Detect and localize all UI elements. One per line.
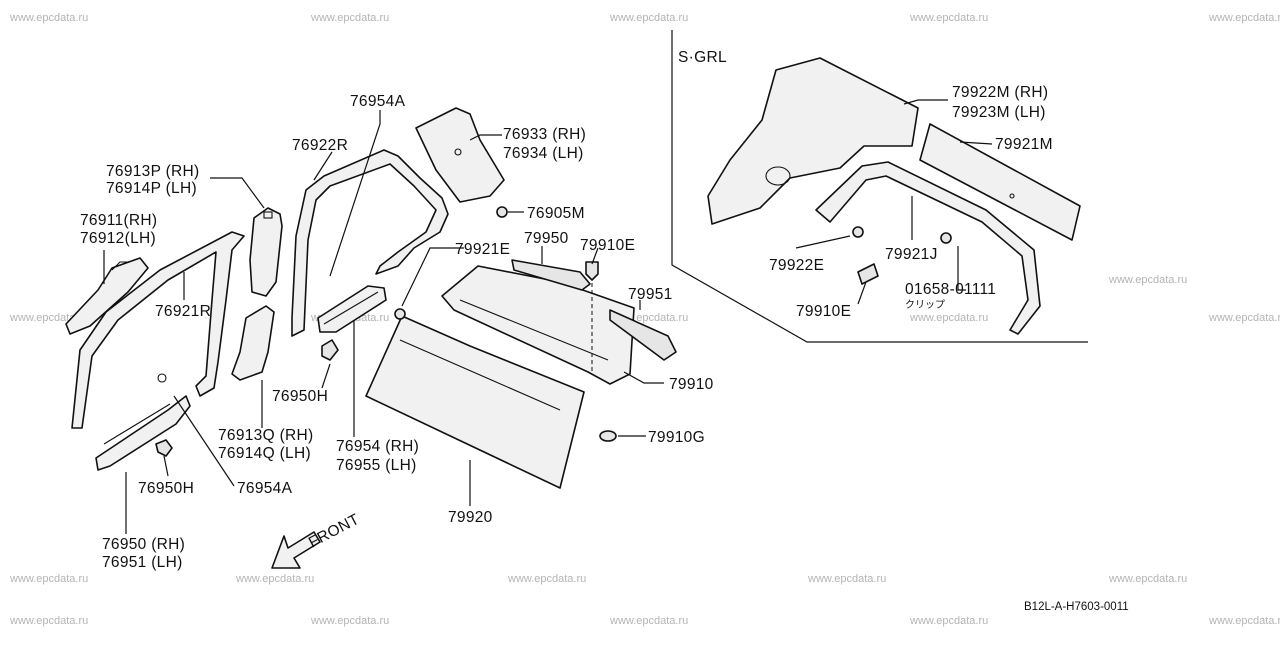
callout-clip-jp: クリップ bbox=[905, 299, 945, 311]
callout-79910: 79910 bbox=[669, 376, 714, 393]
callout-79910G: 79910G bbox=[648, 429, 705, 446]
part-board-79920 bbox=[365, 315, 585, 489]
callout-76914Q: 76914Q (LH) bbox=[218, 445, 311, 462]
callout-76950H-low: 76950H bbox=[138, 480, 194, 497]
inset-frame: S·GRL bbox=[671, 30, 1088, 343]
callout-76950H-mid: 76950H bbox=[272, 388, 328, 405]
front-arrow-icon bbox=[271, 531, 321, 569]
callout-79921M: 79921M bbox=[995, 136, 1053, 153]
watermark: www.epcdata.ru bbox=[235, 573, 314, 585]
part-screw-76905M bbox=[496, 206, 508, 218]
callout-76921R: 76921R bbox=[155, 303, 211, 320]
part-panel-79921M bbox=[919, 123, 1081, 241]
watermark: www.epcdata.ru bbox=[1108, 274, 1187, 286]
callout-76950: 76950 (RH) bbox=[102, 536, 185, 553]
watermark: www.epcdata.ru bbox=[609, 615, 688, 627]
callouts: 76954A 76922R 76933 (RH) 76934 (LH) 7691… bbox=[80, 84, 1053, 571]
callout-76913Q: 76913Q (RH) bbox=[218, 427, 313, 444]
part-clip-76950H-mid bbox=[321, 339, 339, 361]
watermark: www.epcdata.ru bbox=[909, 615, 988, 627]
part-weatherstrip-76922R bbox=[291, 149, 449, 337]
front-arrow: FRONT bbox=[271, 511, 363, 569]
callout-76912: 76912(LH) bbox=[80, 230, 156, 247]
part-clip-01658 bbox=[940, 232, 952, 244]
callout-76955: 76955 (LH) bbox=[336, 457, 417, 474]
part-trim-79922M bbox=[707, 57, 919, 225]
part-molding-76954 bbox=[317, 285, 387, 333]
watermark: www.epcdata.ru bbox=[909, 312, 988, 324]
callout-76934: 76934 (LH) bbox=[503, 145, 584, 162]
watermark: www.epcdata.ru bbox=[1208, 615, 1280, 627]
watermark: www.epcdata.ru bbox=[1108, 573, 1187, 585]
part-clip-79922E bbox=[852, 226, 864, 238]
callout-76954A-low: 76954A bbox=[237, 480, 293, 497]
watermark: www.epcdata.ru bbox=[609, 12, 688, 24]
callout-79951: 79951 bbox=[628, 286, 673, 303]
watermark: www.epcdata.ru bbox=[9, 573, 88, 585]
watermark: www.epcdata.ru bbox=[310, 615, 389, 627]
part-clip-76950H-low bbox=[155, 439, 173, 457]
watermark: www.epcdata.ru bbox=[1208, 312, 1280, 324]
callout-79910E-inset: 79910E bbox=[796, 303, 851, 320]
watermark: www.epcdata.ru bbox=[507, 573, 586, 585]
callout-76954: 76954 (RH) bbox=[336, 438, 419, 455]
part-trim-76913P bbox=[249, 207, 283, 297]
part-clip-79910E bbox=[585, 261, 599, 281]
callout-76905M: 76905M bbox=[527, 205, 585, 222]
leader-lines bbox=[103, 99, 993, 534]
callout-76933: 76933 (RH) bbox=[503, 126, 586, 143]
callout-76911: 76911(RH) bbox=[80, 212, 157, 229]
callout-79950: 79950 bbox=[524, 230, 569, 247]
part-parcel-shelf-79910 bbox=[441, 265, 635, 385]
callout-79922E: 79922E bbox=[769, 257, 824, 274]
callout-76954A-top: 76954A bbox=[350, 93, 406, 110]
part-clip-79910E-inset bbox=[857, 263, 879, 285]
front-label: FRONT bbox=[306, 511, 363, 552]
callout-01658: 01658-01111 bbox=[905, 281, 996, 298]
callout-79922M: 79922M (RH) bbox=[952, 84, 1048, 101]
part-trim-76933 bbox=[415, 107, 505, 203]
watermark: www.epcdata.ru bbox=[9, 615, 88, 627]
part-molding-76950 bbox=[95, 373, 191, 471]
callout-79910E: 79910E bbox=[580, 237, 635, 254]
part-trim-76913Q bbox=[231, 305, 275, 381]
part-weatherstrip-76921R bbox=[71, 231, 245, 429]
callout-76922R: 76922R bbox=[292, 137, 348, 154]
part-pillar-garnish-76911 bbox=[65, 257, 149, 335]
inset-label: S·GRL bbox=[678, 49, 727, 66]
watermark: www.epcdata.ru bbox=[1208, 12, 1280, 24]
callout-79921J: 79921J bbox=[885, 246, 938, 263]
watermark: www.epcdata.ru bbox=[909, 12, 988, 24]
callout-79921E: 79921E bbox=[455, 241, 510, 258]
watermark: www.epcdata.ru bbox=[310, 12, 389, 24]
part-garnish-79950 bbox=[511, 259, 591, 291]
part-grommet-79910G bbox=[599, 430, 617, 442]
callout-76914P: 76914P (LH) bbox=[106, 180, 197, 197]
callout-79920: 79920 bbox=[448, 509, 493, 526]
part-garnish-79951 bbox=[609, 309, 677, 361]
diagram-code: B12L-A-H7603-0011 bbox=[1024, 601, 1129, 613]
callout-76913P: 76913P (RH) bbox=[106, 163, 199, 180]
watermark: www.epcdata.ru bbox=[9, 12, 88, 24]
part-clip-79921E bbox=[394, 308, 406, 320]
callout-79923M: 79923M (LH) bbox=[952, 104, 1046, 121]
callout-76951: 76951 (LH) bbox=[102, 554, 183, 571]
part-seal-79921J bbox=[815, 161, 1041, 335]
watermark: www.epcdata.ru bbox=[807, 573, 886, 585]
inset-border bbox=[671, 30, 1088, 343]
